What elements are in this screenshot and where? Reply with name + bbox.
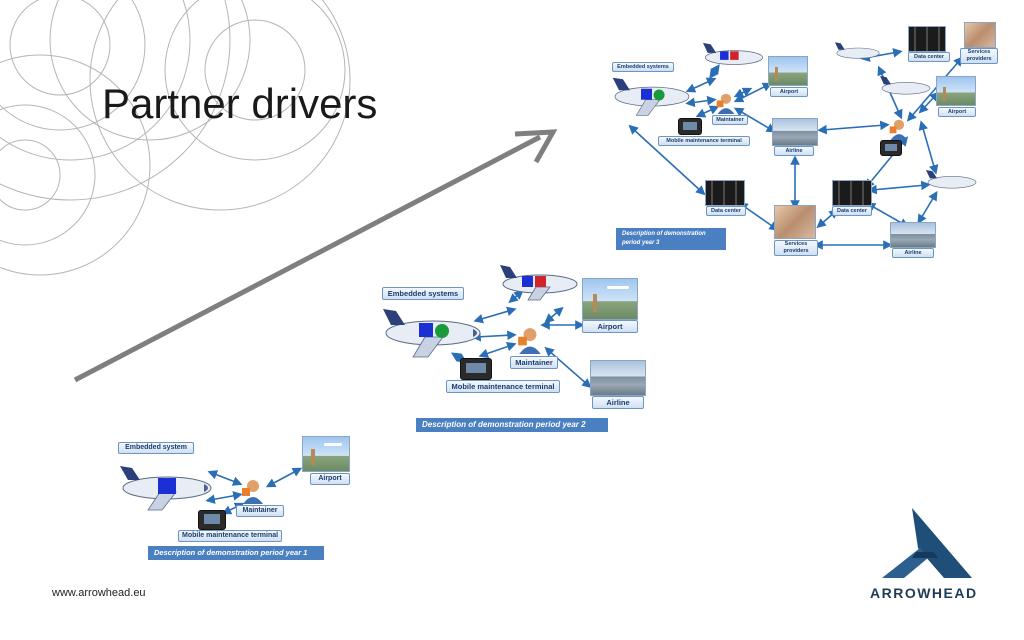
airline-photo (890, 222, 936, 248)
data-center-photo (908, 26, 946, 52)
arrowhead-logo-icon (882, 508, 972, 578)
label-services-providers: Services providers (774, 240, 818, 256)
label-airline: Airline (774, 146, 814, 156)
label-maintainer: Maintainer (712, 115, 748, 125)
label-airport: Airport (310, 473, 350, 485)
label-airline: Airline (892, 248, 934, 258)
slide-title: Partner drivers (102, 80, 378, 127)
caption-year3: Description of demonstration period year… (616, 228, 726, 250)
label-airline: Airline (592, 396, 644, 409)
services-providers-photo (774, 205, 816, 239)
terminal-icon (678, 118, 702, 135)
airline-photo (590, 360, 646, 396)
maintainer-icon (715, 92, 737, 114)
airport-photo (302, 436, 350, 472)
label-maintainer: Maintainer (236, 505, 284, 517)
label-embedded-systems: Embedded systems (382, 287, 464, 300)
services-providers-photo (964, 22, 996, 48)
label-data-center: Data center (832, 206, 872, 216)
data-center-photo (832, 180, 872, 206)
airport-photo (582, 278, 638, 320)
maintainer-icon (888, 118, 910, 140)
label-terminal: Mobile maintenance terminal (658, 136, 750, 146)
terminal-icon (460, 358, 492, 380)
maintainer-icon (516, 326, 544, 354)
footer-url: www.arrowhead.eu (52, 587, 146, 599)
label-terminal: Mobile maintenance terminal (178, 530, 282, 542)
label-data-center: Data center (706, 206, 746, 216)
label-airport: Airport (770, 87, 808, 97)
label-data-center: Data center (908, 52, 950, 62)
terminal-icon (198, 510, 226, 530)
airplane-icon (500, 265, 578, 301)
airplane-icon (880, 75, 931, 95)
label-maintainer: Maintainer (510, 356, 558, 369)
label-embedded-system: Embedded system (118, 442, 194, 454)
caption-year2: Description of demonstration period year… (416, 418, 608, 432)
label-embedded-systems: Embedded systems (612, 62, 674, 72)
airplane-icon (835, 42, 880, 59)
airplane-icon (926, 169, 977, 189)
terminal-icon (880, 140, 902, 156)
airline-photo (772, 118, 818, 146)
airport-photo (768, 56, 808, 86)
airplane-icon (120, 466, 212, 511)
caption-year1: Description of demonstration period year… (148, 546, 324, 560)
label-services-providers: Services providers (960, 48, 998, 64)
label-airport: Airport (938, 107, 976, 117)
data-center-photo (705, 180, 745, 206)
airplane-icon (612, 77, 690, 116)
airplane-icon (383, 309, 481, 358)
label-terminal: Mobile maintenance terminal (446, 380, 560, 393)
maintainer-icon (240, 478, 266, 504)
airport-photo (936, 76, 976, 106)
airplane-icon (703, 42, 764, 65)
label-airport: Airport (582, 320, 638, 333)
logo-text: ARROWHEAD (870, 585, 978, 601)
